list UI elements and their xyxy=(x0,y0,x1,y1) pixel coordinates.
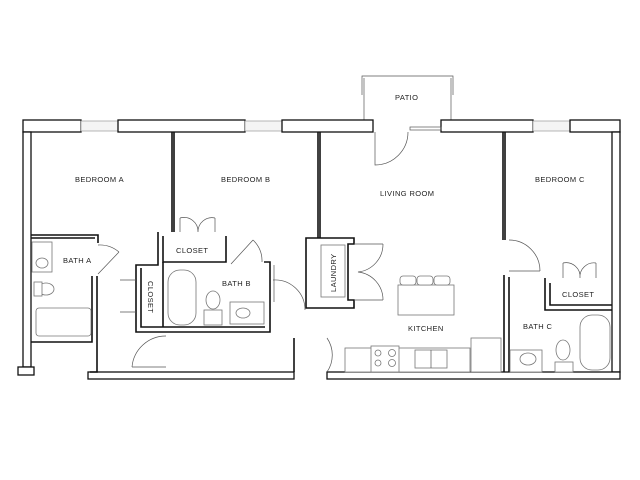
room-label-bath-b: BATH B xyxy=(222,279,251,288)
exterior-wall-bottom xyxy=(87,371,621,380)
room-label-living-room: LIVING ROOM xyxy=(380,189,434,198)
room-labels: BEDROOM A BEDROOM B LIVING ROOM BEDROOM … xyxy=(63,175,585,333)
hall-doors xyxy=(131,265,333,373)
exterior-wall-top xyxy=(22,119,621,166)
room-label-bedroom-c: BEDROOM C xyxy=(535,175,585,184)
room-label-kitchen: KITCHEN xyxy=(408,324,444,333)
room-label-closet-c: CLOSET xyxy=(562,290,594,299)
room-label-closet-b-top: CLOSET xyxy=(176,246,208,255)
room-label-laundry: LAUNDRY xyxy=(329,253,338,292)
room-label-bedroom-a: BEDROOM A xyxy=(75,175,124,184)
exterior-wall-right xyxy=(611,131,621,373)
room-label-bath-a: BATH A xyxy=(63,256,92,265)
room-label-patio: PATIO xyxy=(395,93,418,102)
exterior-wall-left xyxy=(17,131,35,376)
patio-area: PATIO xyxy=(361,75,454,121)
room-label-bedroom-b: BEDROOM B xyxy=(221,175,270,184)
room-label-closet-b-side: CLOSET xyxy=(146,281,155,313)
fixtures xyxy=(31,241,611,373)
room-label-bath-c: BATH C xyxy=(523,322,553,331)
interior-walls: CLOSET xyxy=(31,132,612,373)
